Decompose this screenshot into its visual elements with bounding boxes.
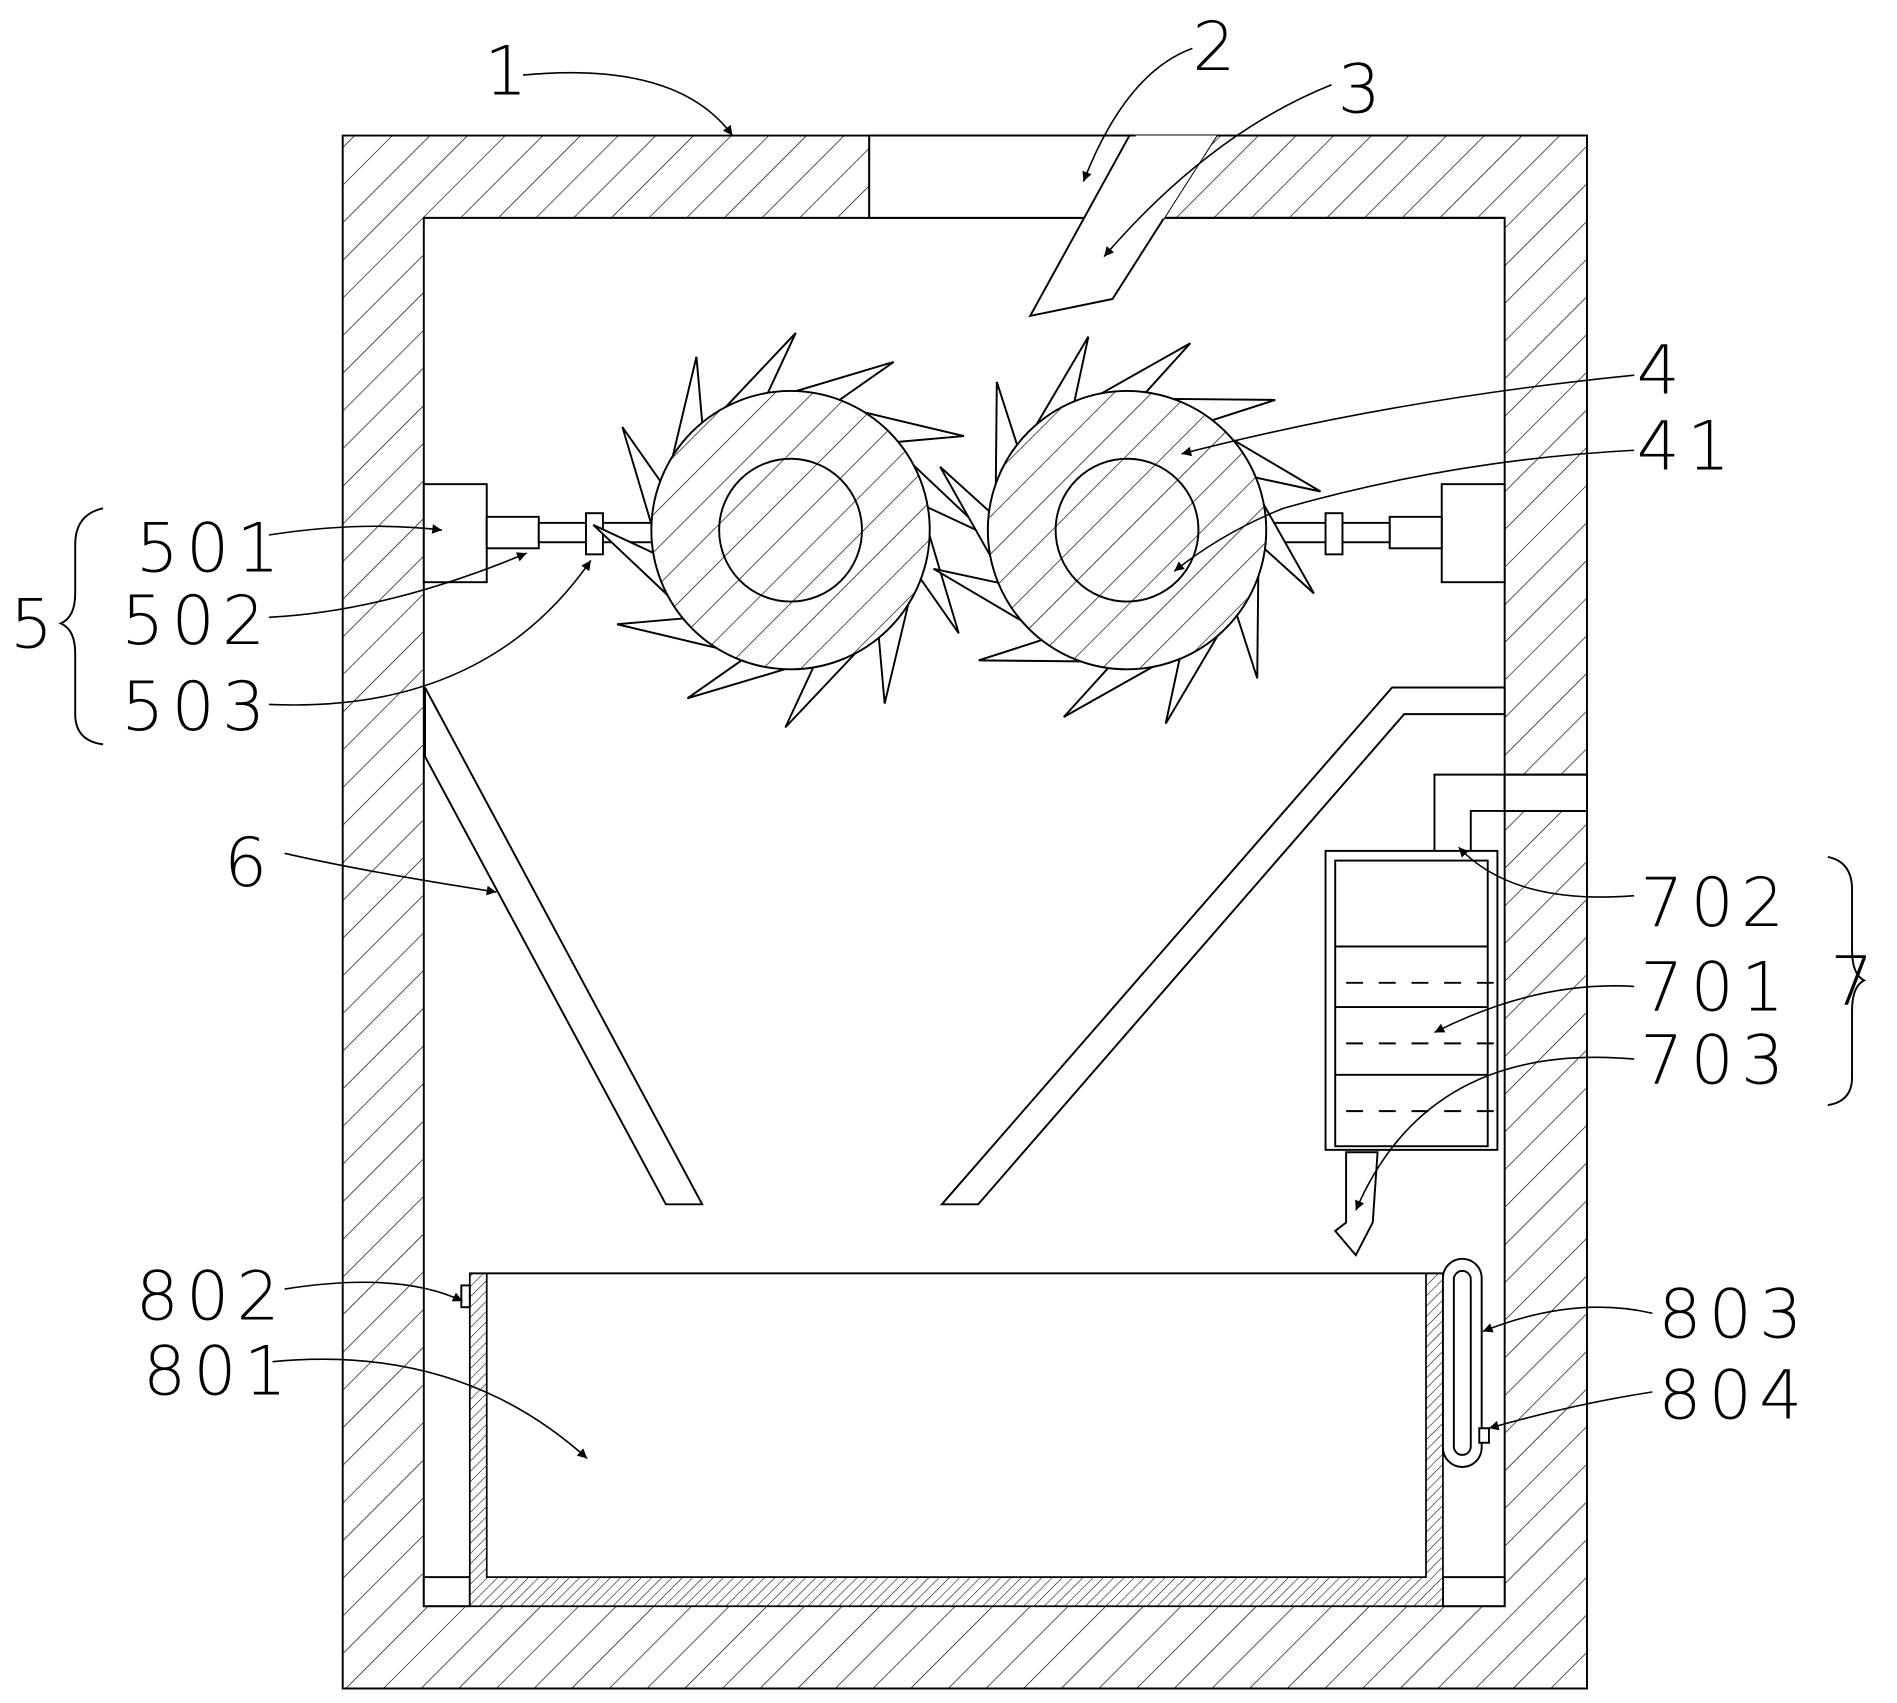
label-502: 502 bbox=[121, 581, 272, 660]
label-802: 802 bbox=[136, 1256, 287, 1335]
label-6: 6 bbox=[224, 823, 274, 902]
drive-right bbox=[1265, 484, 1505, 582]
crushing-roller bbox=[934, 337, 1321, 724]
leader-arrow bbox=[523, 73, 732, 136]
brace-5 bbox=[61, 508, 103, 744]
crushing-roller bbox=[593, 333, 987, 727]
drive-left bbox=[424, 484, 654, 582]
sensor bbox=[1479, 1428, 1489, 1443]
leader-arrow bbox=[273, 1359, 588, 1458]
label-5: 5 bbox=[10, 585, 60, 664]
shaft-left bbox=[487, 517, 539, 548]
wall-pipe-opening bbox=[1505, 775, 1587, 811]
label-1: 1 bbox=[484, 31, 534, 110]
label-501: 501 bbox=[136, 508, 287, 587]
label-4: 4 bbox=[1637, 330, 1687, 409]
coupling-right bbox=[1326, 513, 1343, 554]
roller-tooth bbox=[1064, 667, 1153, 717]
inclined-plate-left bbox=[425, 687, 702, 1204]
coupling-left bbox=[586, 513, 603, 554]
label-41: 41 bbox=[1637, 407, 1738, 486]
label-702: 702 bbox=[1640, 863, 1791, 942]
label-801: 801 bbox=[143, 1331, 294, 1410]
label-803: 803 bbox=[1658, 1274, 1809, 1353]
shaft-right bbox=[1390, 517, 1442, 548]
nozzle bbox=[1335, 1152, 1377, 1255]
collection-assembly bbox=[424, 1259, 1505, 1606]
label-7: 7 bbox=[1830, 942, 1880, 1021]
label-804: 804 bbox=[1658, 1356, 1809, 1435]
roller-tooth bbox=[1102, 343, 1191, 393]
collection-box bbox=[470, 1273, 1443, 1606]
water-tank bbox=[1326, 851, 1498, 1150]
label-703: 703 bbox=[1640, 1020, 1791, 1099]
motor-right bbox=[1442, 484, 1505, 582]
label-701: 701 bbox=[1640, 948, 1791, 1027]
label-2: 2 bbox=[1192, 7, 1242, 86]
level-tube bbox=[1443, 1259, 1482, 1467]
leader-lines bbox=[269, 48, 1652, 1458]
handle bbox=[461, 1285, 469, 1307]
roller-core bbox=[719, 459, 862, 602]
label-3: 3 bbox=[1338, 50, 1388, 129]
roller-core bbox=[1056, 459, 1199, 602]
label-503: 503 bbox=[121, 667, 272, 746]
roller-tooth bbox=[1264, 505, 1314, 594]
motor-left bbox=[424, 484, 487, 582]
